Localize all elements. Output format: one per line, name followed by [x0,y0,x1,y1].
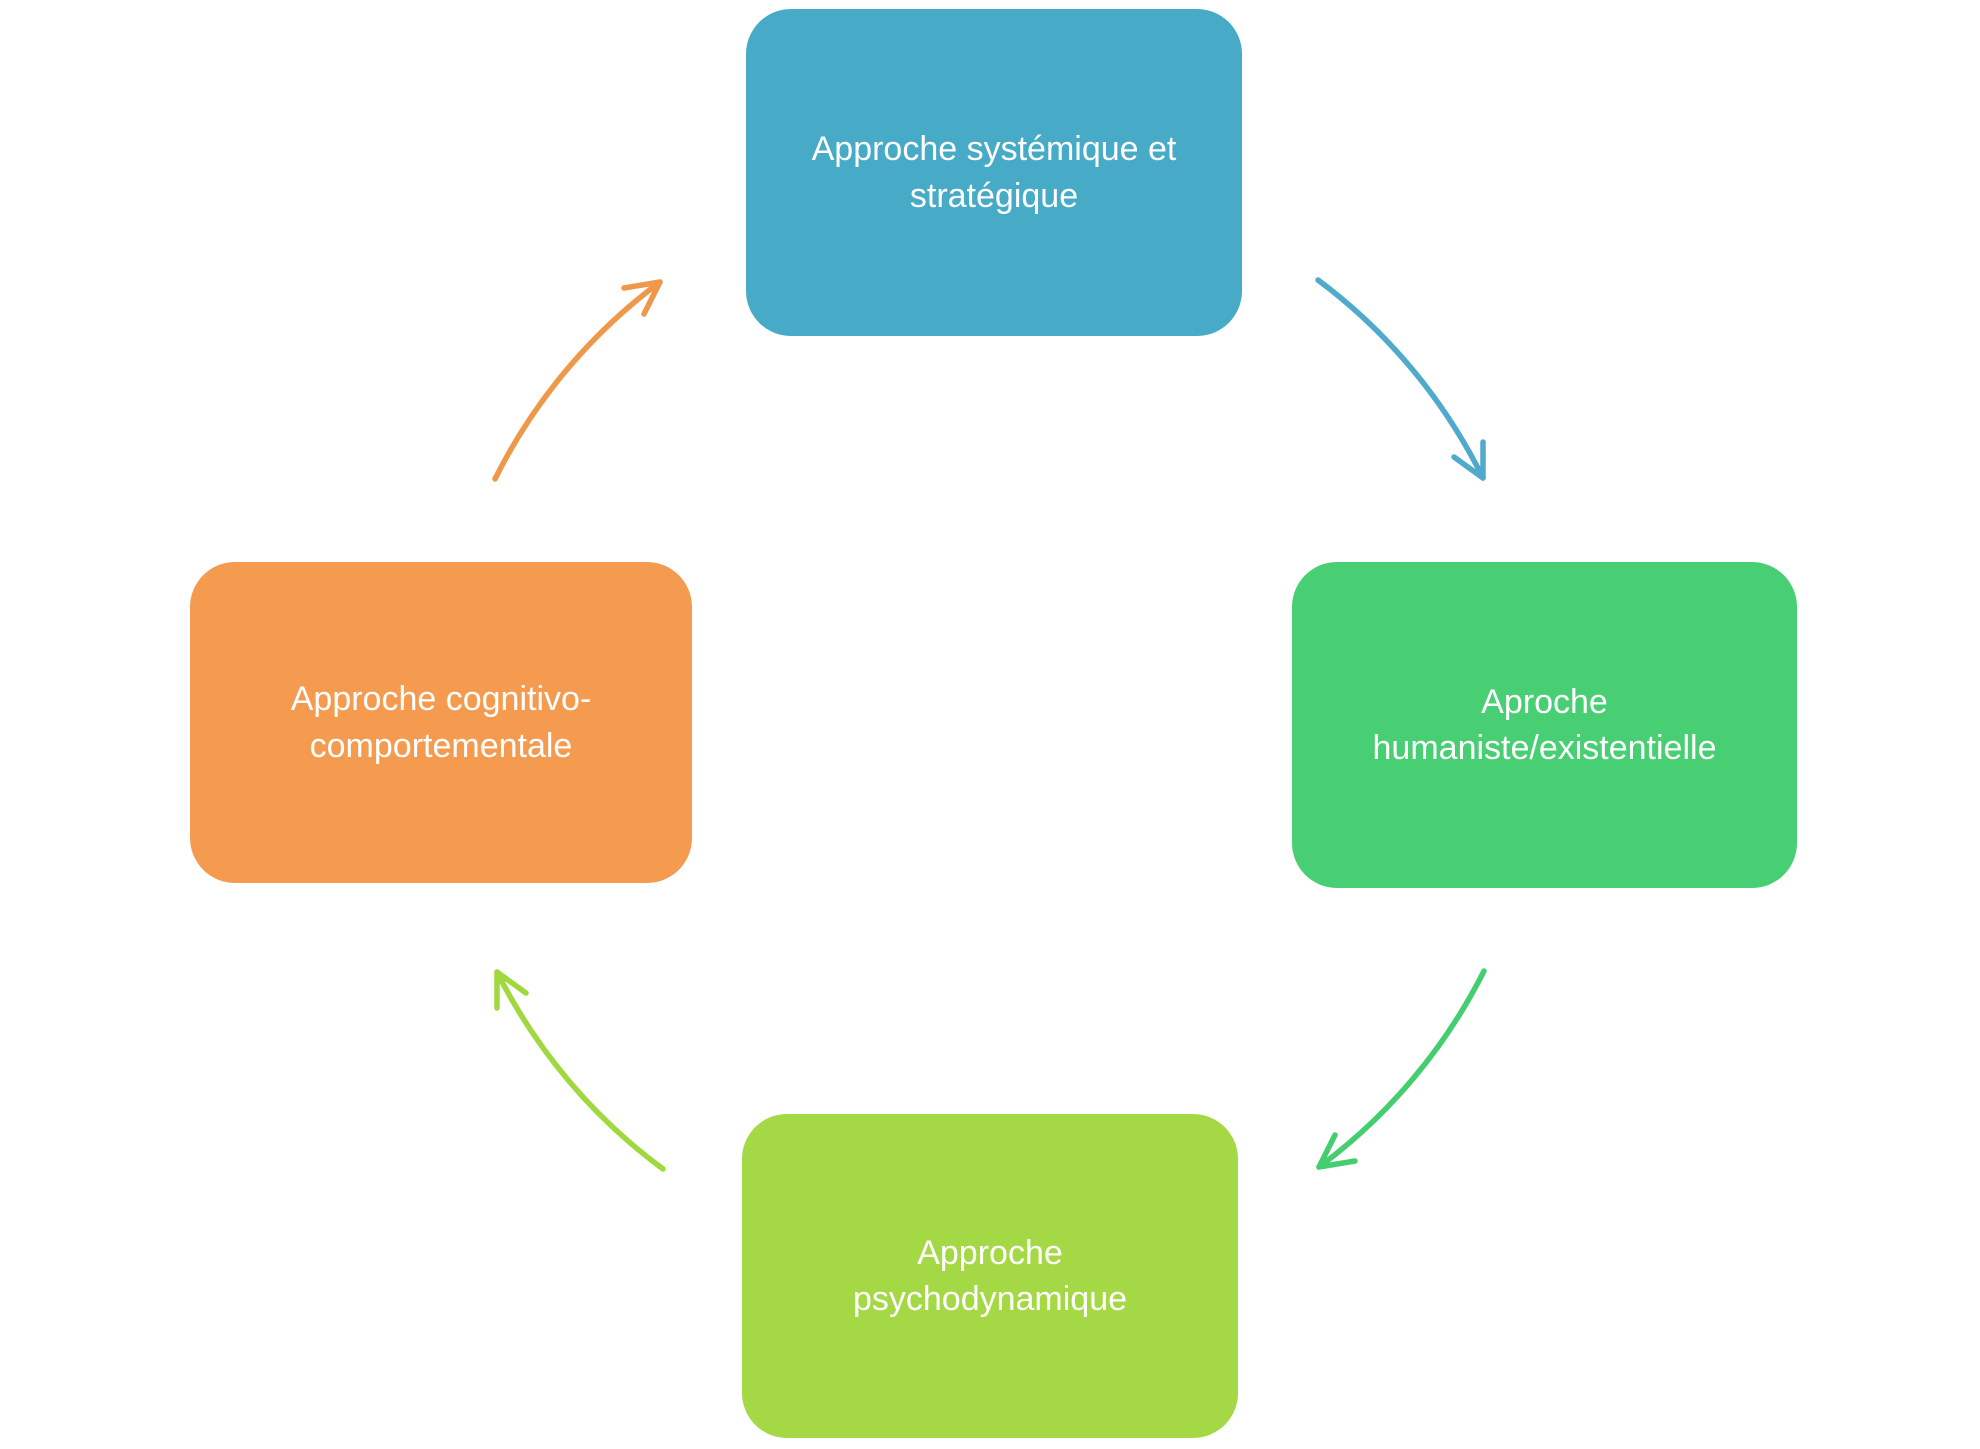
node-aproche-humaniste: Aproche humaniste/existentielle [1292,562,1797,888]
node-approche-cognitivo: Approche cognitivo- comportementale [190,562,692,883]
node-aproche-humaniste-label: Aproche humaniste/existentielle [1372,682,1717,767]
node-approche-psychodynamique: Approche psychodynamique [742,1114,1238,1438]
curved-arrow-bottom-to-left-icon [494,969,666,1172]
curved-arrow-right-to-bottom-icon [1316,968,1487,1170]
node-approche-systemique-label: Approche systémique et stratégique [811,130,1177,215]
curved-arrow-left-to-top-icon [492,279,663,482]
curved-arrow-top-to-right-icon [1315,277,1486,481]
node-approche-psychodynamique-label: Approche psychodynamique [852,1233,1128,1318]
node-approche-cognitivo-label: Approche cognitivo- comportementale [290,680,592,765]
node-approche-systemique: Approche systémique et stratégique [746,9,1242,336]
